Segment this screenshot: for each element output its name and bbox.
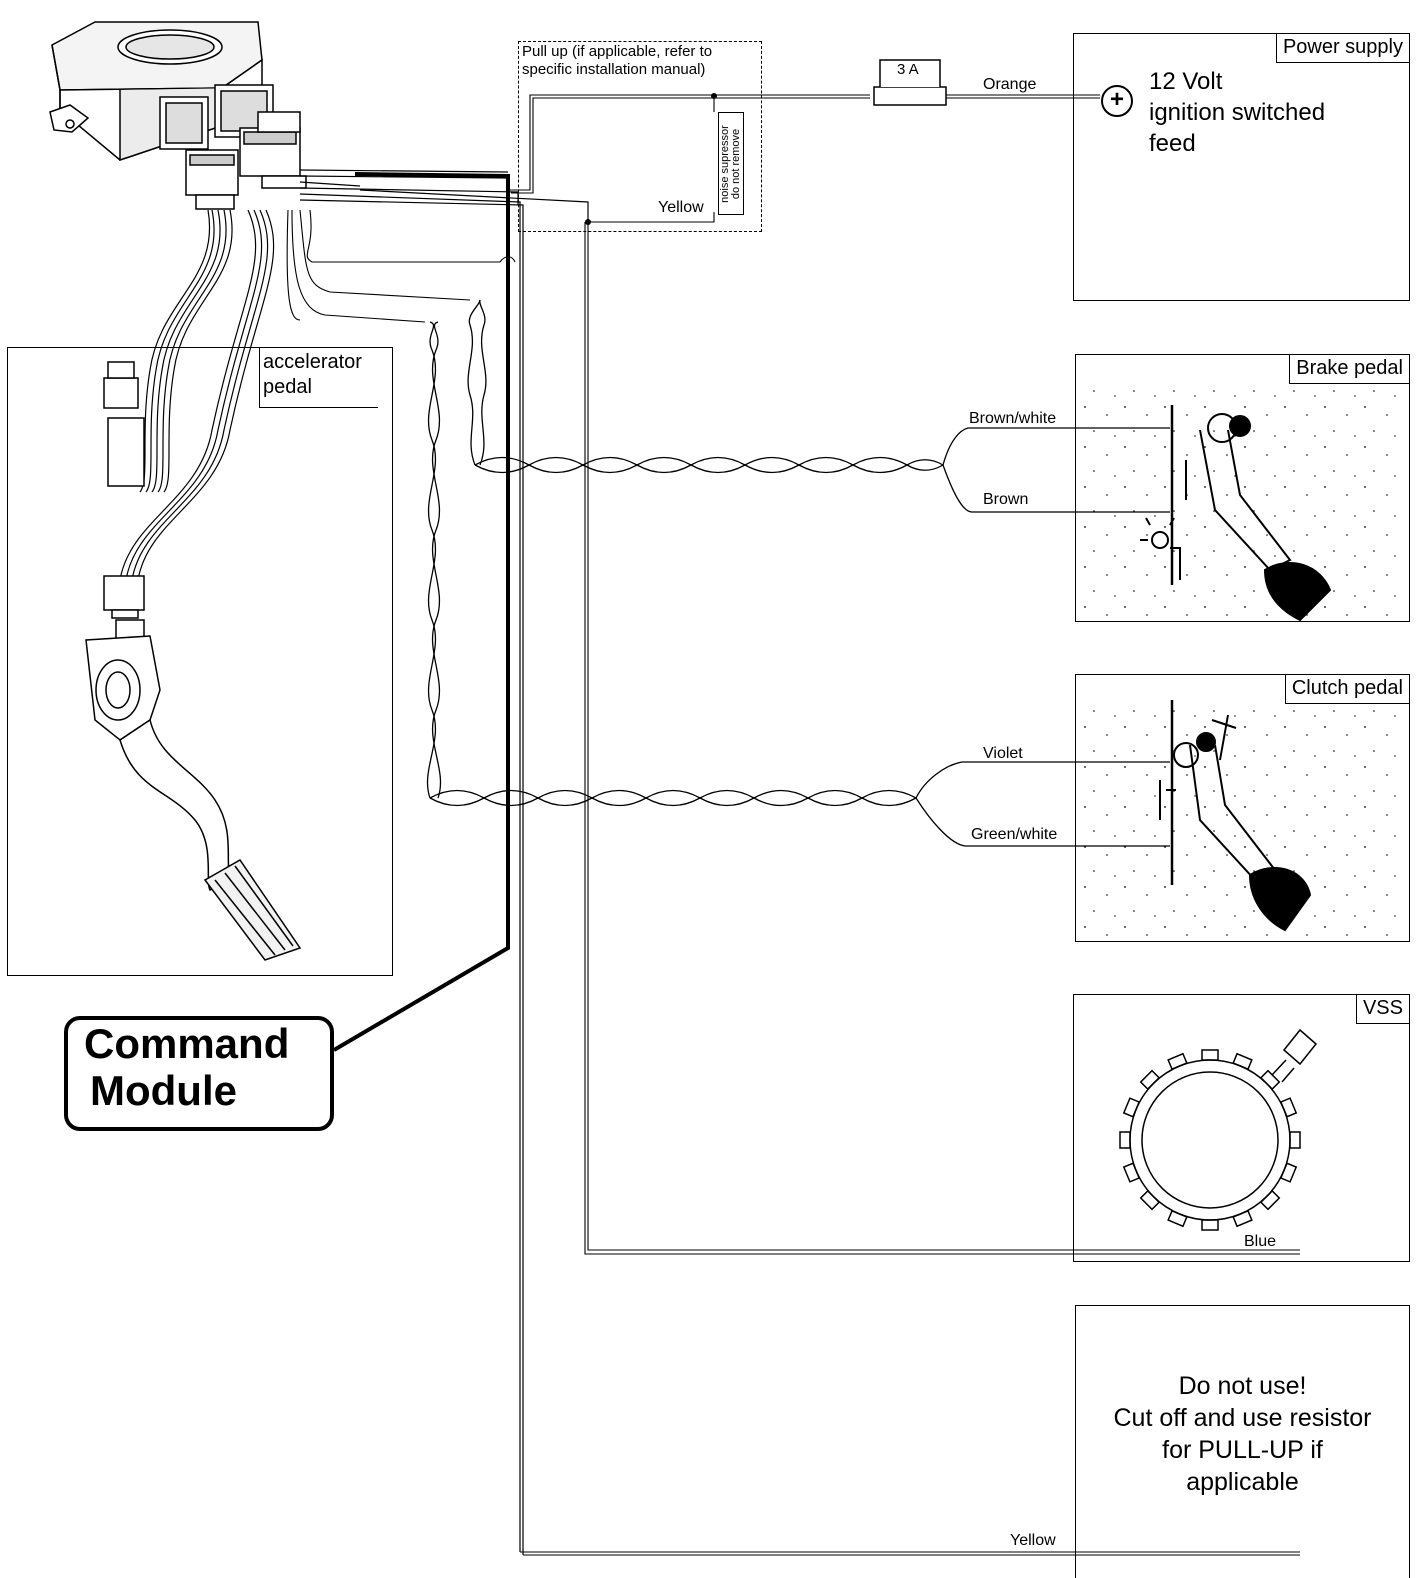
pullup-text: Pull up (if applicable, refer to specifi… xyxy=(522,43,712,79)
command-module-text: Command Module xyxy=(84,1020,289,1114)
command-module-line1: Command xyxy=(84,1020,290,1067)
control-unit xyxy=(49,21,274,162)
vss-box: VSS xyxy=(1073,994,1410,1262)
power-supply-line2: ignition switched xyxy=(1149,99,1326,126)
twisted-pair-clutch xyxy=(426,321,1170,847)
plus-icon: + xyxy=(1101,85,1133,117)
vss-gear-icon xyxy=(1119,1028,1318,1231)
wire-label-yellow-pullup: Yellow xyxy=(658,199,704,216)
junction-dot xyxy=(585,219,591,225)
pullup-wires xyxy=(508,94,1100,223)
do-not-use-box: Do not use! Cut off and use resistor for… xyxy=(1075,1305,1410,1578)
inline-connectors xyxy=(103,361,145,619)
power-supply-box: Power supply + 12 Volt ignition switched… xyxy=(1073,33,1410,301)
harness-accelerator xyxy=(119,209,275,581)
wire-label-blue: Blue xyxy=(1244,1233,1277,1250)
noise-suppressor: noise supressor do not remove xyxy=(718,112,744,215)
fuse-icon xyxy=(873,59,947,106)
brake-pedal-title: Brake pedal xyxy=(1289,355,1409,384)
pullup-text-line1: Pull up (if applicable, refer to xyxy=(522,43,713,60)
accelerator-line2: pedal xyxy=(263,376,312,398)
noise-suppressor-label: noise supressor do not remove xyxy=(719,125,742,203)
brake-pedal-drawing xyxy=(1078,386,1400,622)
wire-label-brown: Brown xyxy=(983,491,1029,508)
power-supply-line3: feed xyxy=(1149,130,1196,157)
junction-dot xyxy=(711,93,717,99)
wire-label-yellow-bottom: Yellow xyxy=(1010,1532,1056,1549)
accelerator-pedal-drawing xyxy=(85,619,302,961)
do-not-use-line4: applicable xyxy=(1186,1468,1299,1496)
accelerator-line1: accelerator xyxy=(263,351,362,373)
do-not-use-text: Do not use! Cut off and use resistor for… xyxy=(1076,1370,1409,1498)
do-not-use-line3: for PULL-UP if xyxy=(1162,1436,1323,1464)
pullup-feed-wire xyxy=(359,189,589,220)
accelerator-pedal-box: accelerator pedal xyxy=(7,347,393,976)
long-wires xyxy=(499,220,1300,1556)
do-not-use-line1: Do not use! xyxy=(1178,1372,1307,1400)
wire-label-brown-white: Brown/white xyxy=(969,410,1057,427)
power-supply-title: Power supply xyxy=(1275,34,1409,63)
pullup-text-line2: specific installation manual) xyxy=(522,61,706,78)
fuse-label: 3 A xyxy=(897,61,919,78)
wire-label-violet: Violet xyxy=(983,745,1023,762)
brake-pedal-box: Brake pedal xyxy=(1075,354,1410,622)
do-not-use-line2: Cut off and use resistor xyxy=(1113,1404,1372,1432)
pullup-area: Pull up (if applicable, refer to specifi… xyxy=(518,41,762,232)
twisted-pair-brake xyxy=(467,299,1170,513)
power-supply-line1: 12 Volt xyxy=(1149,68,1223,95)
vss-title: VSS xyxy=(1355,995,1409,1024)
clutch-pedal-title: Clutch pedal xyxy=(1284,675,1409,704)
command-module-callout: Command Module xyxy=(64,1016,334,1131)
command-module-line2: Module xyxy=(90,1067,237,1114)
harness-branches xyxy=(286,209,500,323)
command-module-wire xyxy=(332,172,510,1052)
connector-plugs xyxy=(185,111,307,210)
clutch-pedal-drawing xyxy=(1078,700,1400,940)
clutch-pedal-box: Clutch pedal xyxy=(1075,674,1410,942)
noise-line2: do not remove xyxy=(730,128,742,199)
accelerator-pedal-label: accelerator pedal xyxy=(259,348,378,408)
power-supply-text: 12 Volt ignition switched feed xyxy=(1149,66,1325,159)
wire-label-orange: Orange xyxy=(983,76,1037,93)
wire-label-green-white: Green/white xyxy=(971,826,1058,843)
